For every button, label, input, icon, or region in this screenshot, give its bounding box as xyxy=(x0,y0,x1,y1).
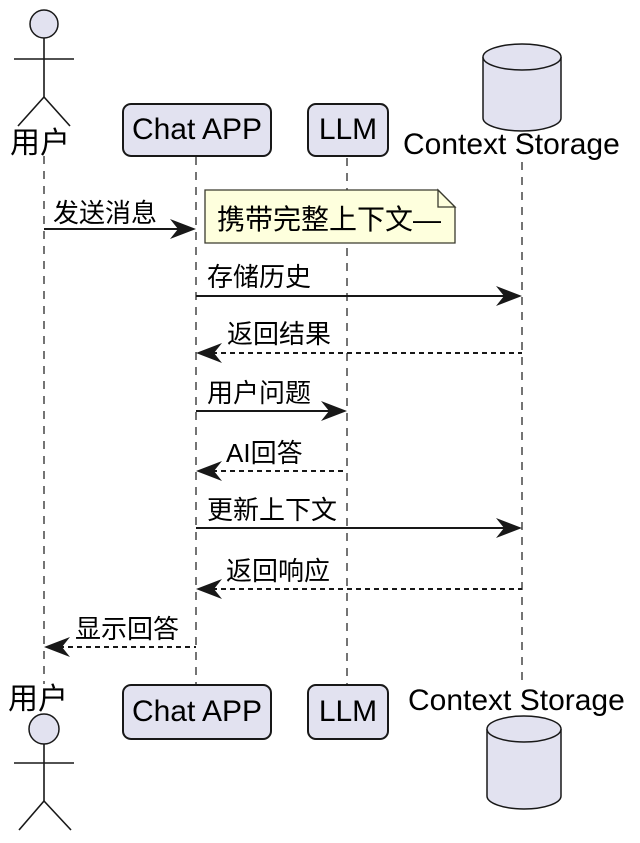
actor-icon-bottom xyxy=(14,713,74,831)
message-label-7: 返回响应 xyxy=(226,556,331,586)
message-label-8: 显示回答 xyxy=(75,614,180,644)
database-icon-top xyxy=(482,43,562,132)
arrowhead-icon-6 xyxy=(496,518,522,538)
arrowhead-icon-7 xyxy=(196,579,222,599)
arrowhead-icon-2 xyxy=(496,286,522,306)
participant-box-chat-app-top: Chat APP xyxy=(122,103,272,157)
arrowhead-icon-3 xyxy=(196,343,222,363)
message-label-3: 返回结果 xyxy=(227,319,332,349)
arrowhead-icon-5 xyxy=(196,461,222,481)
message-label-2: 存储历史 xyxy=(207,262,312,292)
message-label-6: 更新上下文 xyxy=(207,495,338,525)
database-icon-bottom xyxy=(486,715,562,810)
participant-label-user-top: 用户 xyxy=(10,127,70,160)
note-icon xyxy=(204,188,457,244)
participant-label-context-storage-bottom: Context Storage xyxy=(408,684,625,717)
message-label-4: 用户问题 xyxy=(207,378,312,408)
message-label-1: 发送消息 xyxy=(53,198,158,228)
arrowhead-icon-1 xyxy=(170,219,196,239)
participant-label-chat-app-top: Chat APP xyxy=(131,113,263,146)
participant-box-llm-bottom: LLM xyxy=(307,684,389,740)
note-text: 携带完整上下文— xyxy=(217,204,442,235)
participant-label-context-storage-top: Context Storage xyxy=(403,128,620,161)
participant-label-user-bottom: 用户 xyxy=(8,683,68,716)
participant-box-chat-app-bottom: Chat APP xyxy=(122,684,272,740)
arrowhead-icon-8 xyxy=(44,637,70,657)
actor-icon-top xyxy=(14,9,74,127)
participant-box-llm-top: LLM xyxy=(307,103,389,157)
arrowhead-icon-4 xyxy=(321,401,347,421)
message-label-5: AI回答 xyxy=(226,438,303,468)
participant-label-llm-top: LLM xyxy=(318,113,378,146)
participant-label-chat-app-bottom: Chat APP xyxy=(131,695,263,728)
participant-label-llm-bottom: LLM xyxy=(318,695,378,728)
